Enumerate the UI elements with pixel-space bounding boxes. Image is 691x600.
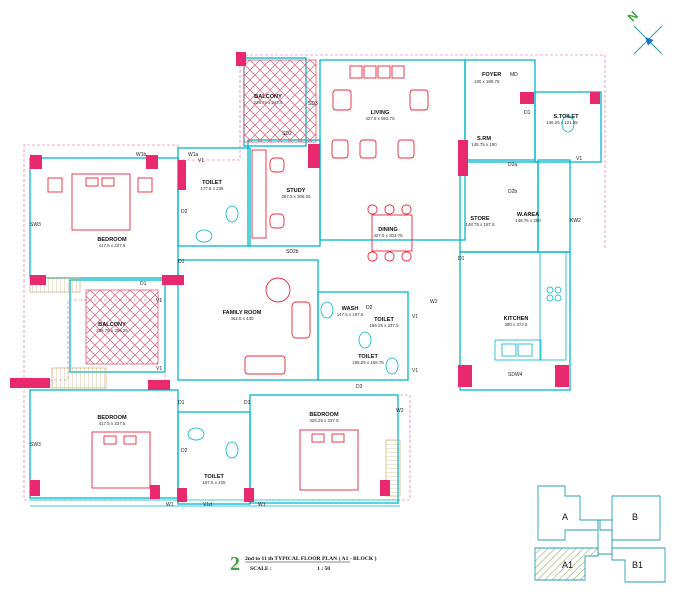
store-label: STORE [470,216,489,222]
wash-dim: 147.5 x 187.5 [337,312,364,317]
tag-v1-b: V1 [576,156,582,162]
scale-label: SCALE : [250,566,272,572]
tag-kw2: KW2 [570,218,581,224]
balcony-top-dim: 228.75 x 247.5 [253,100,283,105]
scale-value: 1 : 50 [317,566,330,572]
foyer-dim: 180 x 188.75 [474,79,500,84]
family-furniture [244,277,311,375]
tag-d2a: D2a [508,162,517,168]
stolet-label: S.TOILET [553,114,579,120]
family-dim: 462.5 x 430 [231,316,255,321]
block-b1-label: B1 [632,560,643,570]
toilet-bottom-label: TOILET [204,474,224,480]
tag-d1-e: D1 [178,400,185,406]
title-number: 2 [230,553,240,575]
tag-sw3-b: SW3 [30,442,41,448]
stair-left-lower [51,367,107,389]
tag-d2b: D2b [508,189,517,195]
block-b-label: B [632,512,638,522]
tag-w2-b: W2 [396,408,404,414]
tag-d2-b: D2 [366,305,373,311]
tag-v1-d: V1 [156,366,162,372]
tag-d1-b: D1 [524,110,531,116]
study-dim: 287.5 x 306.25 [281,194,311,199]
tag-v1d: V1d [203,502,212,508]
kitchen-counter [494,251,567,361]
srm-label: S.RM [477,136,491,142]
tag-w1b: W1b [136,152,147,158]
columns [10,52,600,502]
balcony-top-hatch [243,59,317,143]
tag-v1-a: V1 [198,158,204,164]
balcony-top-label: BALCONY [254,94,282,100]
toilet-bottom-dim: 187.5 x 225 [203,480,227,485]
bedroom-left-furniture [47,173,153,231]
toilet-mid1-dim: 186.25 x 237.5 [369,323,399,328]
tag-sdw4: SDW4 [508,372,523,378]
foyer-label: FOYER [482,72,501,78]
tag-d1-d: D1 [140,281,147,287]
balcony-left-label: BALCONY [98,322,126,328]
toilet-mid2-dim: 266.25 x 158.75 [352,360,384,365]
warea-label: W.AREA [517,212,539,218]
bedroom-bc-dim: 426.25 x 337.5 [309,418,339,423]
toilet-mid1-label: TOILET [374,317,394,323]
tag-md: MD [510,72,518,78]
compass-north-label: N [625,8,641,24]
tag-v1-f: V1 [412,368,418,374]
family-label: FAMILY ROOM [223,310,262,316]
tag-w1-a: W1 [166,502,174,508]
bedroom-bottom-furniture [91,429,359,491]
living-furniture [331,65,429,262]
dining-label: DINING [378,227,398,233]
dining-dim: 427.5 x 303.75 [373,233,403,238]
store-dim: 148.75 x 187.5 [465,222,495,227]
tag-d1-a: D1 [178,259,185,265]
compass-arrow-icon [645,37,654,46]
tag-w1-b: W1 [258,502,266,508]
tag-d1-f: D1 [244,400,251,406]
bedroom-left-label: BEDROOM [97,237,127,243]
study-furniture [251,149,285,239]
title-line1: 2nd to 11 th TYPICAL FLOOR PLAN ( A1 - B… [245,555,377,562]
block-a-label: A [562,512,568,522]
study-label: STUDY [287,188,306,194]
srm-dim: 148.75 x 160 [471,142,497,147]
living-label: LIVING [371,110,390,116]
compass: N [625,8,663,55]
kitchen-dim: 380 x 372.5 [505,322,529,327]
bedroom-bl-label: BEDROOM [97,415,127,421]
toilet-upper-dim: 177.5 x 235 [201,186,225,191]
key-plan-a1-block [534,547,599,581]
toilet-mid2-label: TOILET [358,354,378,360]
wash-label: WASH [342,306,359,312]
tag-d3: D3 [356,384,363,390]
tag-w2-a: W2 [430,299,438,305]
living-dim: 427.5 x 563.75 [365,116,395,121]
tag-v1-c: V1 [156,298,162,304]
tag-sd3: SD3 [308,101,318,107]
block-a1-label: A1 [562,560,573,570]
tag-d2-a: D2 [181,209,188,215]
tag-w1a: W1a [188,152,199,158]
stolet-dim: 146.25 x 121.25 [546,120,578,125]
tag-d1-c: D1 [458,256,465,262]
kitchen-label: KITCHEN [504,316,529,322]
bedroom-bl-dim: 417.5 x 337.5 [99,421,126,426]
tag-d2-c: D2 [181,448,188,454]
tag-sw3-a: SW3 [30,222,41,228]
tag-v1-e: V1 [412,314,418,320]
key-plan: A B A1 B1 [534,485,666,583]
toilet-upper-label: TOILET [202,180,222,186]
toilet-fixtures [187,115,575,459]
tag-sd2: SD2 [282,131,292,137]
bedroom-left-dim: 417.5 x 337.5 [99,243,126,248]
plan-title: 2 2nd to 11 th TYPICAL FLOOR PLAN ( A1 -… [230,553,377,575]
balcony-left-dim: 228.75 x 306.25 [96,328,128,333]
balcony-left-hatch [85,289,159,365]
bedroom-bc-label: BEDROOM [309,412,339,418]
warea-dim: 148.75 x 290 [515,218,541,223]
tag-sd2b: SD2b [286,249,299,255]
